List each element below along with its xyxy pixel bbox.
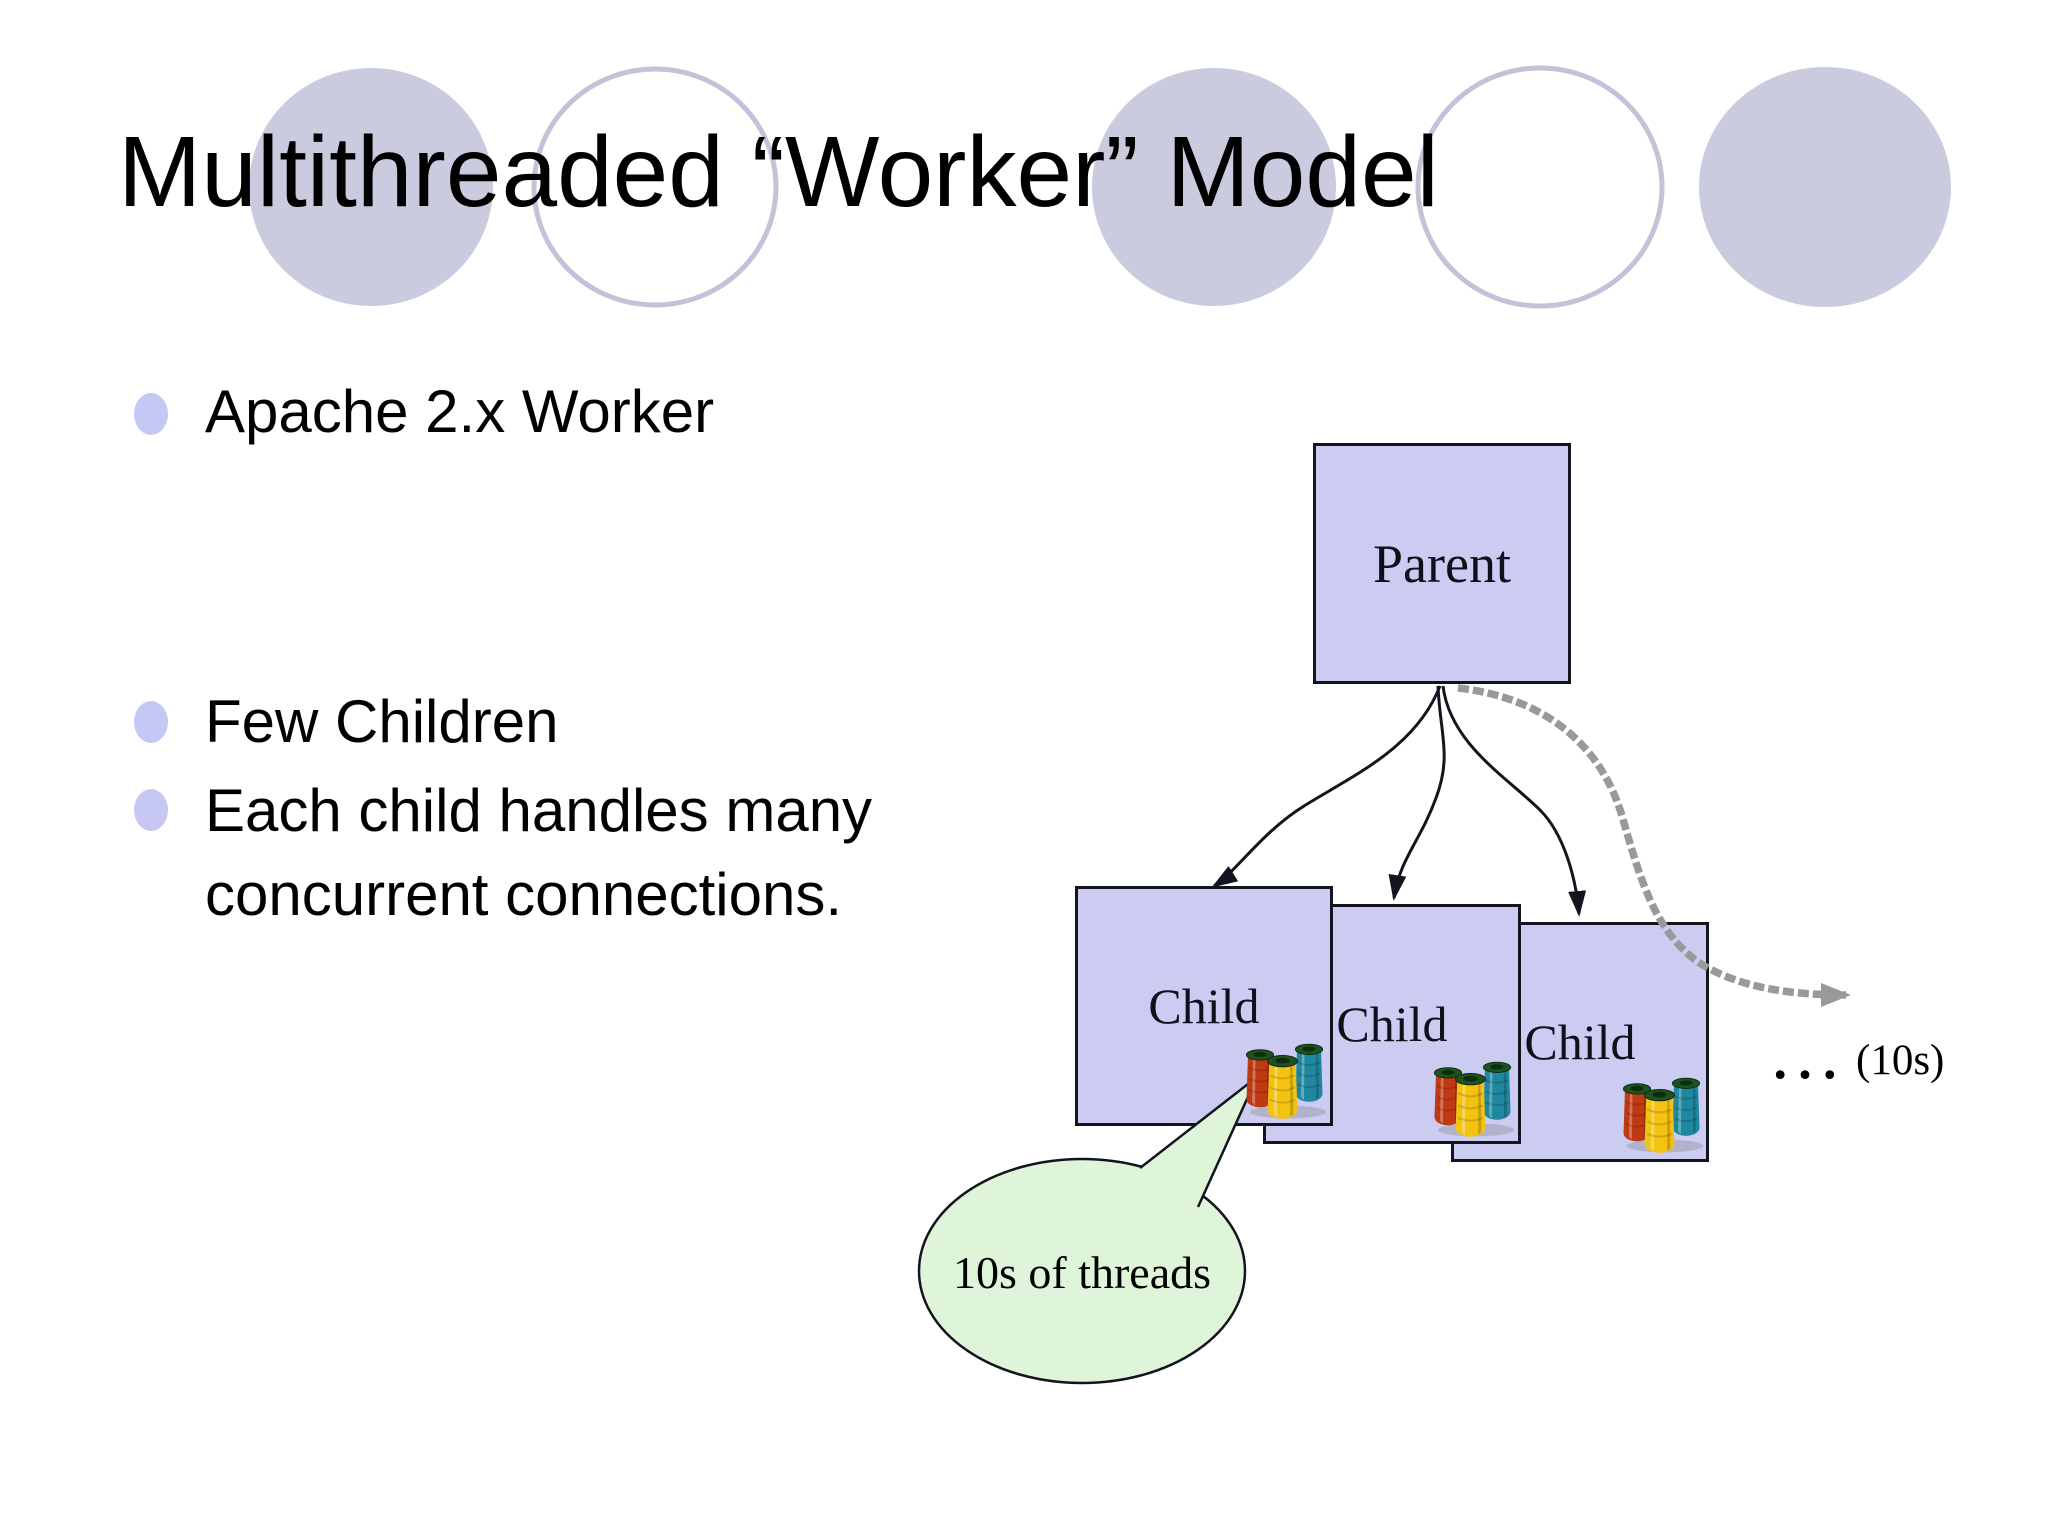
decor-circle-outline-icon <box>531 66 779 308</box>
decor-circle-filled-icon <box>1092 68 1336 306</box>
bullet-dot-icon <box>134 393 168 435</box>
page-title: Multithreaded “Worker” Model <box>118 116 1439 228</box>
bullet-item-concurrent-connections: Each child handles many concurrent conne… <box>205 777 873 928</box>
parent-box: Parent <box>1313 443 1571 684</box>
child-label: Child <box>1336 996 1448 1052</box>
decor-circle-filled-icon <box>249 68 493 306</box>
child-label: Child <box>1148 978 1260 1034</box>
child-box-1: Child <box>1075 886 1333 1126</box>
children-count-note: (10s) <box>1856 1037 1945 1084</box>
bullet-item-few-children: Few Children <box>205 688 559 755</box>
bullet-dot-icon <box>134 789 168 831</box>
decor-circle-outline-icon <box>1415 65 1665 309</box>
child-label: Child <box>1524 1014 1636 1070</box>
parent-label: Parent <box>1373 533 1511 594</box>
decor-circle-filled-icon <box>1699 67 1951 307</box>
more-children-ellipsis: … <box>1768 1013 1848 1095</box>
bullet-dot-icon <box>134 701 168 743</box>
bullet-item-apache-worker: Apache 2.x Worker <box>205 378 715 445</box>
